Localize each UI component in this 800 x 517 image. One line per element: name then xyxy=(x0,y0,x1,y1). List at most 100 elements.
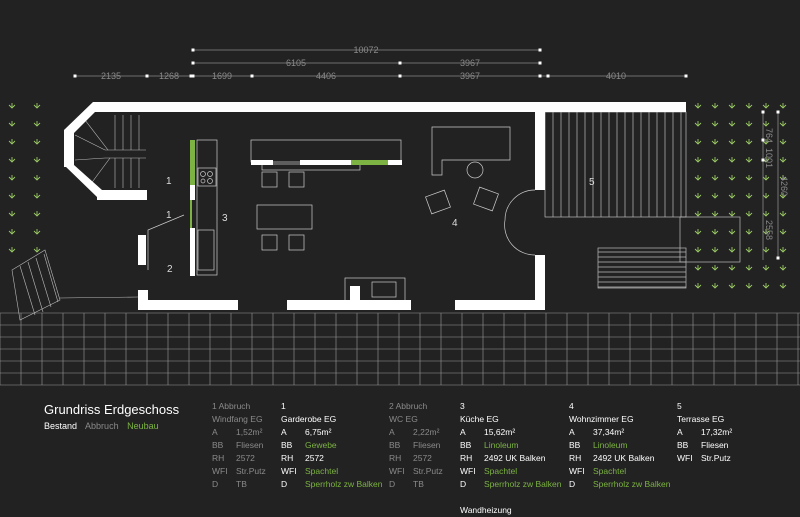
dimension-tick xyxy=(546,74,550,78)
legend-key: A xyxy=(212,427,218,437)
walls xyxy=(64,102,686,310)
legend-key: A xyxy=(677,427,683,437)
grass-symbol xyxy=(728,193,736,199)
grass-symbol xyxy=(694,247,702,253)
legend-value: Gewebe xyxy=(305,440,337,450)
legend-value: Spachtel xyxy=(484,466,518,476)
grass-symbol xyxy=(745,283,753,289)
dim-chain-3: 1699 xyxy=(212,71,232,81)
legend-value: 2492 UK Balken xyxy=(484,453,546,463)
legend-key: WFI xyxy=(569,466,585,476)
dim-chain-2: 1268 xyxy=(159,71,179,81)
legend-key: WFI xyxy=(389,466,405,476)
grass-symbol xyxy=(33,229,41,235)
paving-grid xyxy=(0,312,800,386)
grass-symbol xyxy=(711,139,719,145)
grass-symbol xyxy=(33,103,41,109)
room-label-2: 2 xyxy=(167,264,173,275)
room-number: 5 xyxy=(677,401,682,411)
grass-symbol xyxy=(711,265,719,271)
grass-symbol xyxy=(779,247,787,253)
room-name: Küche EG xyxy=(460,414,499,424)
dimension-tick xyxy=(189,74,193,78)
grass-symbol xyxy=(779,211,787,217)
legend-value: 2572 xyxy=(305,453,324,463)
grass-symbol xyxy=(745,229,753,235)
legend-value: Sperrholz zw Balken xyxy=(305,479,383,489)
legend-key: BB xyxy=(389,440,401,450)
plan-title: Grundriss Erdgeschoss xyxy=(44,402,180,417)
legend-value: Spachtel xyxy=(593,466,627,476)
legend-value: 2572 xyxy=(236,453,255,463)
grass-symbol xyxy=(694,265,702,271)
room-number: 2 Abbruch xyxy=(389,401,428,411)
garden-grass-pattern xyxy=(8,103,787,289)
grass-symbol xyxy=(745,193,753,199)
grass-symbol xyxy=(762,139,770,145)
grass-symbol xyxy=(779,103,787,109)
dim-chain-4: 4406 xyxy=(316,71,336,81)
grass-symbol xyxy=(745,121,753,127)
legend-value: Str.Putz xyxy=(701,453,731,463)
grass-symbol xyxy=(33,211,41,217)
legend-key: WFI xyxy=(281,466,297,476)
dim-overall: 10072 xyxy=(353,45,378,55)
grass-symbol xyxy=(779,283,787,289)
legend-key: BB xyxy=(212,440,224,450)
dimension-tick xyxy=(761,110,765,114)
grass-symbol xyxy=(779,175,787,181)
grass-symbol xyxy=(694,229,702,235)
legend-key: D xyxy=(460,479,467,489)
grass-symbol xyxy=(694,103,702,109)
dimension-tick xyxy=(538,74,542,78)
grass-symbol xyxy=(762,193,770,199)
grass-symbol xyxy=(779,121,787,127)
legend-value: 15,62m² xyxy=(484,427,516,437)
dim-vert-3: 2558 xyxy=(764,220,774,240)
legend-value: Str.Putz xyxy=(236,466,266,476)
grass-symbol xyxy=(762,247,770,253)
room-label-4: 4 xyxy=(452,218,458,229)
grass-symbol xyxy=(728,247,736,253)
dimension-tick xyxy=(191,74,195,78)
dimension-tick xyxy=(776,256,780,260)
legend-value: 2572 xyxy=(413,453,432,463)
room-name: Terrasse EG xyxy=(677,414,725,424)
grass-symbol xyxy=(8,247,16,253)
dimension-tick xyxy=(73,74,77,78)
dimension-tick xyxy=(538,48,542,52)
grass-symbol xyxy=(694,157,702,163)
grass-symbol xyxy=(8,139,16,145)
grass-symbol xyxy=(779,229,787,235)
new-walls xyxy=(190,140,388,228)
grass-symbol xyxy=(745,247,753,253)
grass-symbol xyxy=(8,193,16,199)
furniture xyxy=(147,126,536,302)
grass-symbol xyxy=(8,211,16,217)
floor-plan: 10072 6105 3967 2135 1268 1699 4406 3967… xyxy=(0,45,800,386)
grass-symbol xyxy=(762,283,770,289)
legend-key: A xyxy=(569,427,575,437)
dimension-tick xyxy=(191,61,195,65)
grass-symbol xyxy=(33,121,41,127)
grass-symbol xyxy=(762,211,770,217)
legend-value: TB xyxy=(413,479,424,489)
legend-key: BB xyxy=(677,440,689,450)
state-existing: Bestand xyxy=(44,421,78,431)
room-number: 1 xyxy=(281,401,286,411)
legend-key: RH xyxy=(212,453,225,463)
legend-note: Wandheizung xyxy=(460,505,512,515)
dim-vert-1: 764 xyxy=(764,128,774,143)
